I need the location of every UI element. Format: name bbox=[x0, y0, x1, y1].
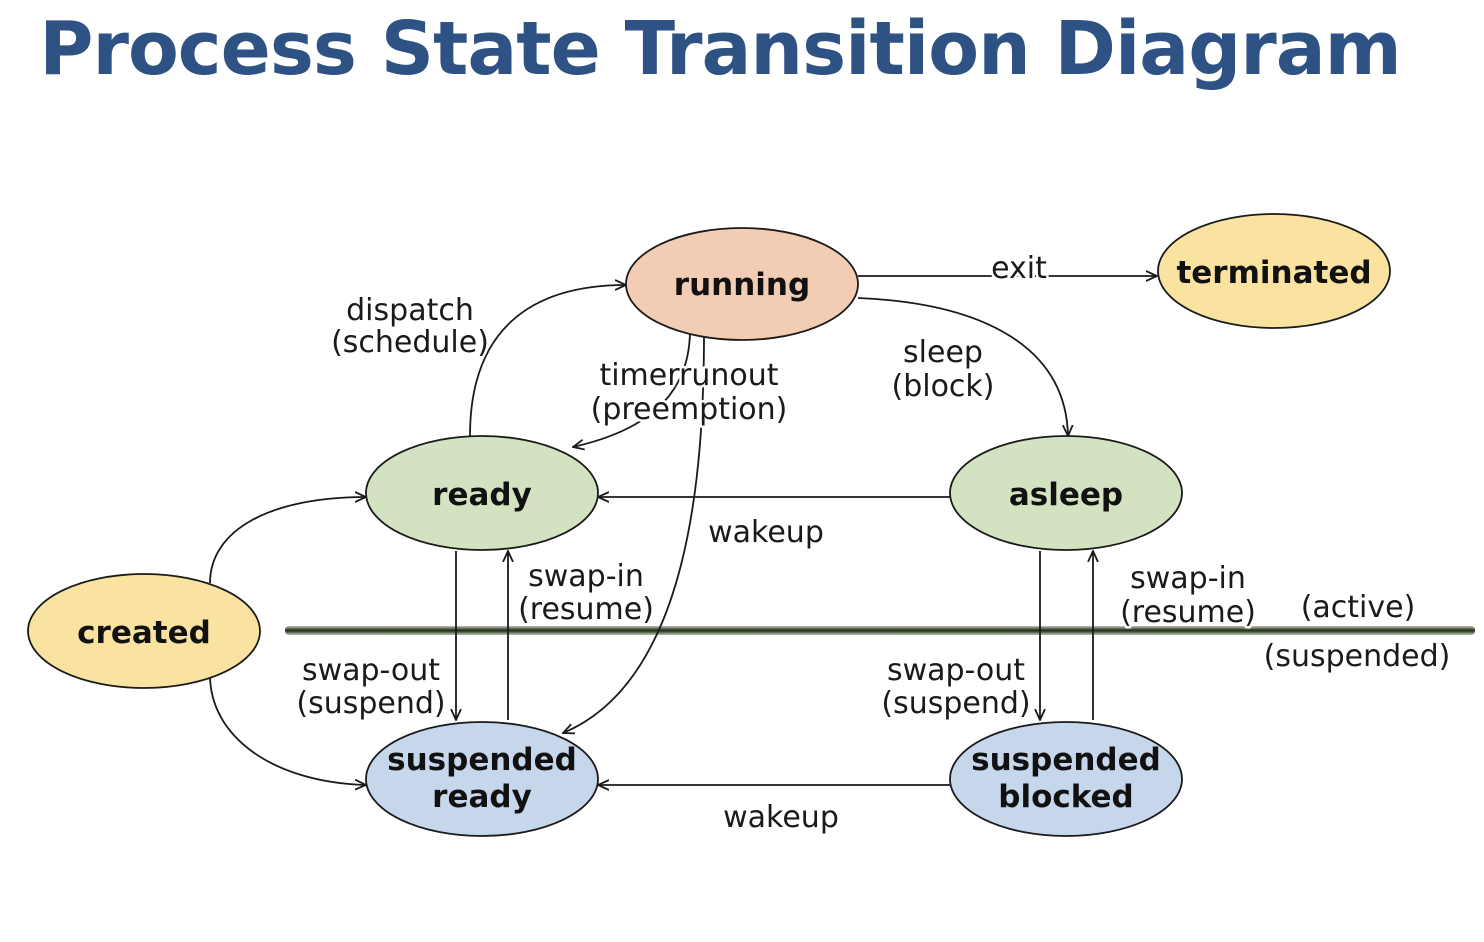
state-suspended-ready-line1: suspended bbox=[387, 742, 577, 778]
label-suspend-right: (suspend) bbox=[881, 686, 1030, 721]
label-dispatch: dispatch bbox=[346, 293, 474, 328]
label-resume-left: (resume) bbox=[518, 592, 654, 627]
state-created: created bbox=[27, 573, 261, 689]
label-wakeup-suspended: wakeup bbox=[723, 800, 839, 835]
active-suspended-divider bbox=[285, 626, 1475, 635]
state-suspended-blocked-line1: suspended bbox=[971, 742, 1161, 778]
label-timerrunout: timerrunout bbox=[599, 358, 778, 393]
state-asleep-label: asleep bbox=[1009, 477, 1123, 513]
state-created-label: created bbox=[77, 615, 211, 651]
label-exit: exit bbox=[991, 251, 1047, 286]
state-asleep: asleep bbox=[949, 435, 1183, 551]
state-suspended-blocked: suspended blocked bbox=[949, 721, 1183, 837]
page-title: Process State Transition Diagram bbox=[39, 6, 1402, 92]
label-swap-out-left: swap-out bbox=[302, 653, 440, 688]
state-terminated-label: terminated bbox=[1176, 255, 1371, 291]
state-ready-label: ready bbox=[432, 477, 532, 513]
edge-running-timerrunout-ready bbox=[573, 329, 691, 447]
state-suspended-blocked-line2: blocked bbox=[998, 779, 1134, 815]
state-running-label: running bbox=[674, 267, 810, 303]
label-preemption: (preemption) bbox=[591, 392, 788, 427]
state-terminated: terminated bbox=[1157, 213, 1391, 329]
label-wakeup-active: wakeup bbox=[708, 515, 824, 550]
region-active-label: (active) bbox=[1301, 590, 1416, 625]
state-running: running bbox=[625, 227, 859, 341]
label-block: (block) bbox=[891, 369, 994, 404]
label-swap-out-right: swap-out bbox=[887, 653, 1025, 688]
edge-running-to-suspended-ready bbox=[563, 332, 705, 733]
state-ready: ready bbox=[365, 435, 599, 551]
edge-created-to-ready bbox=[209, 497, 366, 584]
label-swap-in-right: swap-in bbox=[1130, 561, 1246, 596]
label-schedule: (schedule) bbox=[331, 325, 489, 360]
state-suspended-ready-line2: ready bbox=[432, 779, 532, 815]
edge-running-sleep-asleep bbox=[857, 297, 1068, 436]
edge-ready-dispatch-running bbox=[469, 285, 626, 437]
region-suspended-label: (suspended) bbox=[1264, 639, 1451, 674]
state-suspended-ready: suspended ready bbox=[365, 721, 599, 837]
label-sleep: sleep bbox=[903, 335, 983, 370]
label-swap-in-left: swap-in bbox=[528, 559, 644, 594]
label-resume-right: (resume) bbox=[1120, 595, 1256, 630]
edge-created-to-suspended-ready bbox=[209, 674, 366, 785]
label-suspend-left: (suspend) bbox=[296, 686, 445, 721]
